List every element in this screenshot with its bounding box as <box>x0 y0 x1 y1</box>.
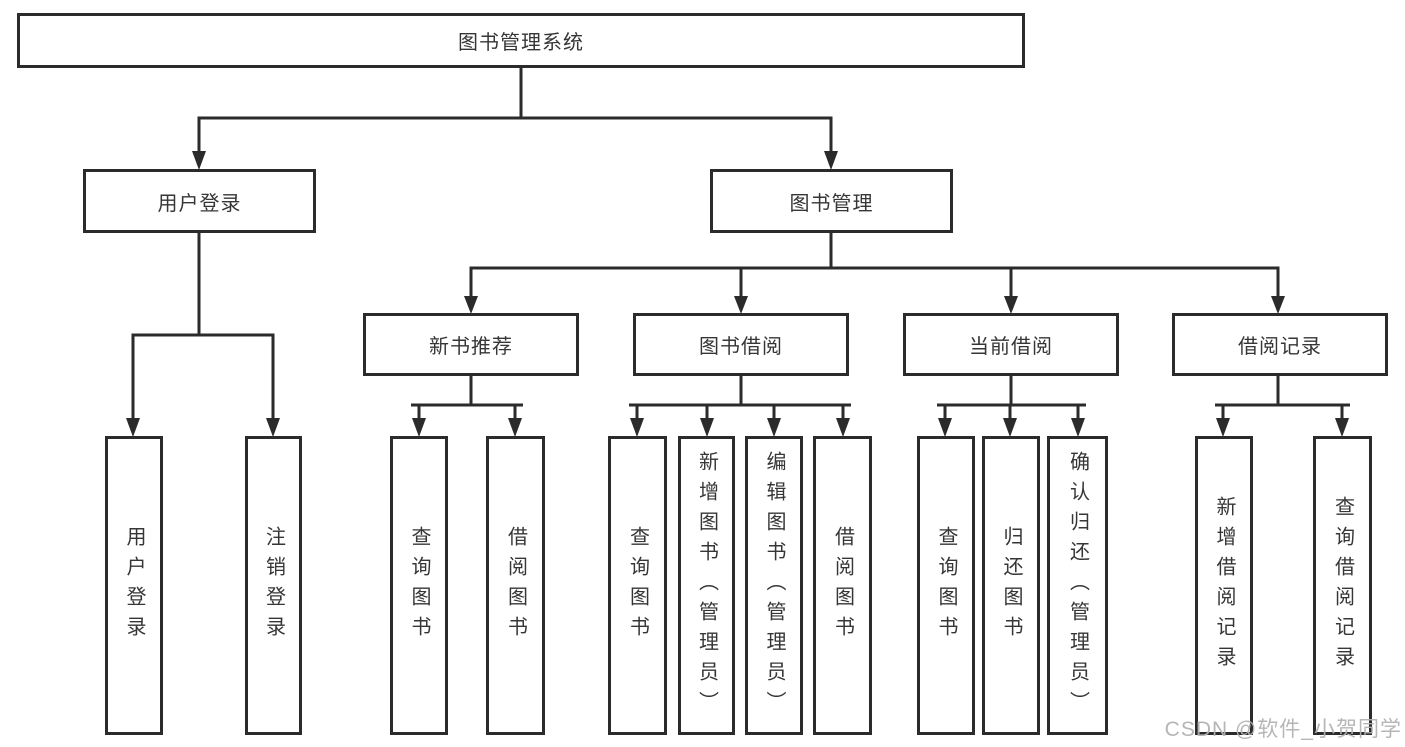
leaf-label: 新增图书（管理员） <box>695 450 718 721</box>
leaf-return-books: 归还图书 <box>982 436 1040 735</box>
leaf-add-books-admin: 新增图书（管理员） <box>678 436 735 735</box>
arrow-down-icon <box>1071 418 1085 437</box>
leaf-edit-books-admin: 编辑图书（管理员） <box>745 436 803 735</box>
arrow-down-icon <box>1271 296 1285 314</box>
node-user-login: 用户登录 <box>83 169 316 233</box>
arrow-down-icon <box>630 418 644 437</box>
arrow-down-icon <box>824 151 838 170</box>
leaf-label: 查询图书 <box>408 525 430 646</box>
leaf-logout: 注销登录 <box>245 436 302 735</box>
leaf-confirm-return-admin: 确认归还（管理员） <box>1047 436 1108 735</box>
leaf-add-borrow-record: 新增借阅记录 <box>1195 436 1253 735</box>
arrow-down-icon <box>1335 418 1349 437</box>
arrowheads <box>126 151 1349 437</box>
leaf-query-books-recommend: 查询图书 <box>390 436 448 735</box>
node-current-borrow: 当前借阅 <box>903 313 1119 376</box>
leaf-label: 新增借阅记录 <box>1213 495 1235 676</box>
arrow-down-icon <box>1004 296 1018 314</box>
arrow-down-icon <box>734 296 748 314</box>
leaf-borrow-books: 借阅图书 <box>813 436 872 735</box>
leaf-user-login: 用户登录 <box>105 436 163 735</box>
arrow-down-icon <box>266 418 280 437</box>
leaf-borrow-books-recommend: 借阅图书 <box>486 436 545 735</box>
arrow-down-icon <box>1003 418 1017 437</box>
node-borrow-records: 借阅记录 <box>1172 313 1388 376</box>
arrow-down-icon <box>508 418 522 437</box>
arrow-down-icon <box>1216 418 1230 437</box>
leaf-query-borrow-record: 查询借阅记录 <box>1313 436 1372 735</box>
arrow-down-icon <box>464 296 478 314</box>
arrow-down-icon <box>767 418 781 437</box>
connector-user-login <box>131 233 275 419</box>
leaf-label: 用户登录 <box>123 525 145 646</box>
connector-book-management <box>469 233 1280 297</box>
connector-book-borrow <box>629 376 851 420</box>
node-root: 图书管理系统 <box>17 13 1025 68</box>
arrow-down-icon <box>412 418 426 437</box>
leaf-label: 归还图书 <box>1000 525 1022 646</box>
connector-root <box>197 68 833 153</box>
leaf-query-books-borrow: 查询图书 <box>608 436 667 735</box>
csdn-watermark: CSDN @软件_小贺同学 <box>1164 718 1402 741</box>
leaf-label: 借阅图书 <box>831 525 854 646</box>
connector-new-book <box>411 376 523 420</box>
leaf-label: 查询借阅记录 <box>1331 495 1354 676</box>
leaf-label: 编辑图书（管理员） <box>763 450 785 721</box>
arrow-down-icon <box>836 418 850 437</box>
node-book-management: 图书管理 <box>710 169 953 233</box>
arrow-down-icon <box>126 418 140 437</box>
leaf-label: 注销登录 <box>262 525 285 646</box>
leaf-label: 确认归还（管理员） <box>1066 450 1089 721</box>
leaf-query-books-current: 查询图书 <box>917 436 975 735</box>
leaf-label: 查询图书 <box>935 525 957 646</box>
arrow-down-icon <box>700 418 714 437</box>
connector-borrow-records <box>1215 376 1350 420</box>
arrow-down-icon <box>192 151 206 170</box>
arrow-down-icon <box>938 418 952 437</box>
leaf-label: 查询图书 <box>626 525 649 646</box>
leaf-label: 借阅图书 <box>504 525 527 646</box>
connector-current-borrow <box>937 376 1086 420</box>
node-new-book-recommend: 新书推荐 <box>363 313 579 376</box>
node-book-borrow: 图书借阅 <box>633 313 849 376</box>
